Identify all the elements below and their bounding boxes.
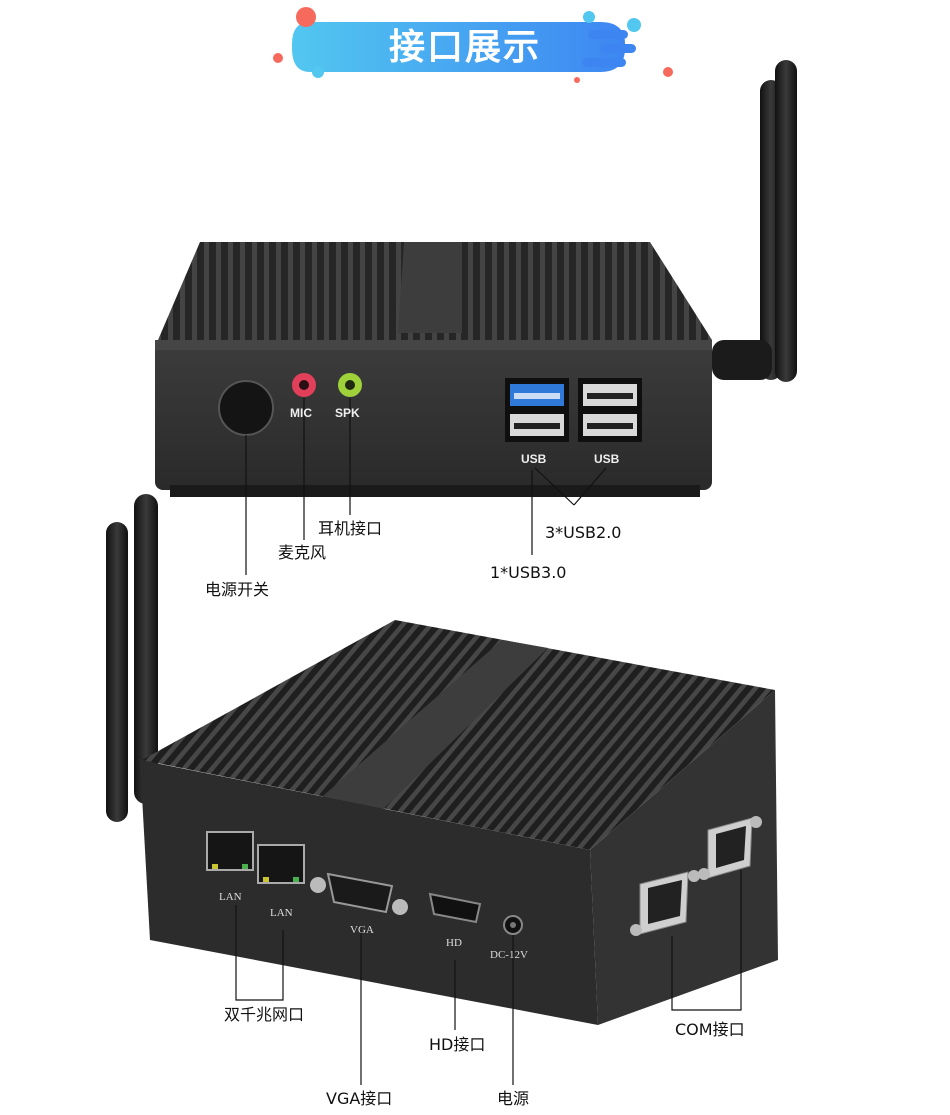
antenna-icon [106, 522, 128, 822]
lan2-print: LAN [270, 907, 293, 919]
power-button-icon [218, 380, 274, 436]
lan1-print: LAN [219, 891, 242, 903]
callout-microphone: 麦克风 [278, 543, 327, 562]
rear-device [106, 494, 778, 1025]
callout-vga: VGA接口 [326, 1089, 393, 1108]
mic-print: MIC [290, 406, 312, 420]
header-banner [273, 7, 673, 83]
decor-dot-icon [627, 18, 641, 32]
hd-print: HD [446, 937, 462, 949]
decor-dot-icon [574, 77, 580, 83]
decor-dot-icon [273, 53, 283, 63]
usb-right-print: USB [594, 452, 620, 466]
callout-earphone: 耳机接口 [318, 519, 383, 538]
callout-power: 电源 [497, 1089, 530, 1108]
dc-print: DC-12V [490, 949, 528, 961]
front-device [155, 60, 797, 497]
callout-usb2: 3*USB2.0 [545, 523, 622, 542]
antenna-icon [134, 494, 158, 804]
callout-power-switch: 电源开关 [205, 580, 270, 599]
rear-callout-lines [235, 870, 742, 1085]
callout-hd: HD接口 [429, 1035, 486, 1054]
usb-left-print: USB [521, 452, 547, 466]
com-port-icon [698, 816, 762, 880]
antenna-icon [775, 60, 797, 382]
decor-dot-icon [296, 7, 316, 27]
lan-port-icon [206, 831, 254, 871]
spk-print: SPK [335, 406, 360, 420]
vga-screw-icon [392, 899, 408, 915]
vga-screw-icon [310, 877, 326, 893]
decor-dot-icon [583, 11, 595, 23]
decor-dot-icon [663, 67, 673, 77]
lan-port-icon [257, 844, 305, 884]
page-title: 接口展示 [388, 27, 541, 68]
callout-lan: 双千兆网口 [224, 1005, 305, 1024]
com-port-icon [630, 870, 700, 936]
callout-usb3: 1*USB3.0 [490, 563, 567, 582]
decor-dot-icon [312, 66, 324, 78]
hd-port-icon [428, 892, 482, 924]
vga-port-icon [326, 872, 394, 914]
vga-print: VGA [350, 924, 374, 936]
front-callout-lines [245, 398, 607, 575]
callout-com: COM接口 [675, 1020, 745, 1039]
